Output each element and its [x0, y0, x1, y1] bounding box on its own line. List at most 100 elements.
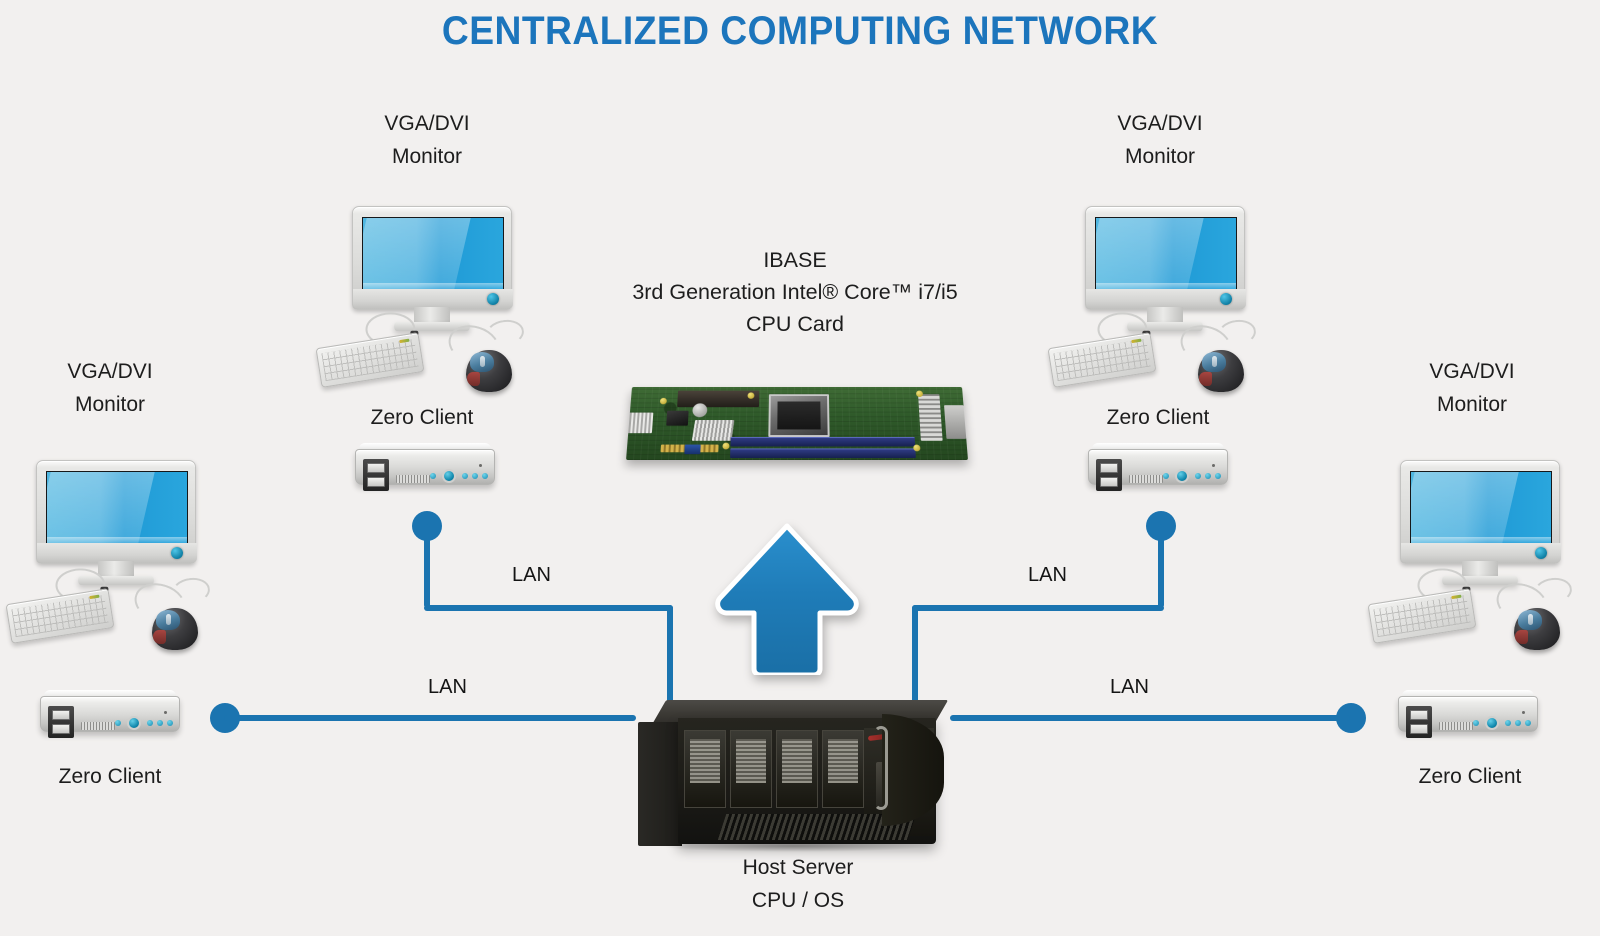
- keyboard-body: [315, 332, 425, 388]
- zero-client-led: [462, 473, 468, 479]
- zero-client-power-button[interactable]: [127, 716, 141, 730]
- monitor-bezel: [1400, 460, 1561, 564]
- zero-client-label-inner-right: Zero Client: [1106, 406, 1210, 429]
- mouse-side-grip: [1515, 630, 1528, 644]
- usb-ports: [1406, 706, 1432, 738]
- pcb-board: [626, 386, 968, 460]
- monitor-stand-neck: [98, 561, 134, 578]
- mouse-far-right: [1491, 575, 1574, 650]
- zero-client-top: [44, 690, 176, 699]
- monitor-screen: [1095, 217, 1237, 291]
- keyboard-keys: [1373, 594, 1471, 638]
- cpu-card-image: [608, 368, 968, 468]
- monitor-label-line2: Monitor: [1436, 393, 1508, 416]
- mouse-inner-right: [1175, 317, 1258, 392]
- zero-client-power-button[interactable]: [442, 469, 456, 483]
- host-server-caption-line2: CPU / OS: [751, 889, 845, 912]
- lan-link-inner-right-v1: [1158, 524, 1164, 608]
- monitor-chin: [1401, 543, 1561, 563]
- server-shadow: [656, 840, 932, 852]
- keyboard-keys: [321, 338, 419, 382]
- monitor-bezel: [36, 460, 197, 564]
- monitor-chin: [1086, 289, 1246, 309]
- pcb-heatsink: [691, 420, 735, 441]
- pcb-shield: [677, 390, 760, 408]
- zero-client-power-button[interactable]: [1175, 469, 1189, 483]
- host-server-image: [638, 700, 958, 860]
- monitor-bezel: [1085, 206, 1246, 310]
- zero-client-far-right: [1398, 690, 1538, 738]
- lan-link-far-left: [224, 715, 636, 721]
- lan-link-inner-left-h: [424, 605, 673, 611]
- zero-client-inner-right: [1088, 443, 1228, 491]
- monitor-screen: [46, 471, 188, 545]
- keyboard-inner-left: [315, 312, 425, 388]
- mouse-scroll-wheel: [1528, 614, 1533, 625]
- zero-client-body: [40, 696, 180, 738]
- zero-client-led: [1505, 720, 1511, 726]
- zero-client-body: [1088, 449, 1228, 491]
- monitor-label-line1: VGA/DVI: [384, 112, 470, 135]
- zero-client-led: [1205, 473, 1211, 479]
- monitor-label-line2: Monitor: [391, 145, 463, 168]
- mouse-side-grip: [1199, 372, 1212, 386]
- monitor-label-line2: Monitor: [74, 393, 146, 416]
- zero-client-inner-left: [355, 443, 495, 491]
- monitor-power-led: [171, 547, 183, 559]
- lan-label-far-left: LAN: [428, 676, 467, 698]
- cpu-card-caption: IBASE 3rd Generation Intel® Core™ i7/i5 …: [535, 244, 1055, 340]
- zero-client-led: [115, 720, 121, 726]
- keyboard-body: [1047, 332, 1157, 388]
- monitor-far-right: [1400, 460, 1561, 588]
- usb-ports: [363, 459, 389, 491]
- monitor-stand-base: [1127, 322, 1203, 331]
- monitor-stand-base: [1442, 576, 1518, 585]
- keyboard-keys: [1053, 338, 1151, 382]
- server-front-panel: [638, 722, 682, 846]
- lan-link-inner-left-v1: [424, 524, 430, 608]
- cpu-card-caption-line3: CPU Card: [746, 312, 844, 336]
- monitor-bezel: [352, 206, 513, 310]
- zero-client-power-button[interactable]: [1485, 716, 1499, 730]
- monitor-label-line1: VGA/DVI: [1117, 112, 1203, 135]
- lan-label-inner-right: LAN: [1028, 564, 1067, 586]
- mouse-scroll-wheel: [1212, 356, 1217, 367]
- server-bay: [776, 730, 818, 808]
- mouse-side-grip: [153, 630, 166, 644]
- keyboard-body: [1367, 588, 1477, 644]
- zero-client-indicator: [1212, 464, 1215, 467]
- pcb-cpu-socket: [768, 394, 830, 437]
- pcb-dimm-slot-1: [730, 436, 916, 447]
- monitor-label-line1: VGA/DVI: [67, 360, 153, 383]
- zero-client-label-far-left: Zero Client: [58, 765, 162, 788]
- monitor-stand-neck: [1147, 307, 1183, 324]
- pcb-chip: [666, 410, 689, 426]
- zero-client-top: [1402, 690, 1534, 699]
- server-bay: [730, 730, 772, 808]
- monitor-far-left: [36, 460, 197, 588]
- monitor-inner-left: [352, 206, 513, 334]
- zero-client-led: [1473, 720, 1479, 726]
- pcb-screw: [722, 442, 730, 450]
- keyboard-far-left: [5, 568, 115, 644]
- mouse-scroll-wheel: [480, 356, 485, 367]
- mouse-inner-left: [443, 317, 526, 392]
- zero-client-led: [1195, 473, 1201, 479]
- lan-label-far-right: LAN: [1110, 676, 1149, 698]
- monitor-label-inner-right: VGA/DVI Monitor: [1070, 107, 1250, 173]
- usb-ports: [48, 706, 74, 738]
- zero-client-top: [1092, 443, 1224, 452]
- zero-client-body: [355, 449, 495, 491]
- lan-link-inner-right-h: [912, 605, 1164, 611]
- host-server-caption: Host Server CPU / OS: [668, 851, 928, 917]
- pcb-io-header: [918, 394, 943, 441]
- monitor-power-led: [1535, 547, 1547, 559]
- monitor-stand-base: [78, 576, 154, 585]
- cpu-card-caption-line1: IBASE: [763, 248, 827, 272]
- page-title: CENTRALIZED COMPUTING NETWORK: [441, 9, 1159, 53]
- lan-link-inner-left-v2: [667, 605, 673, 711]
- host-server-caption-line1: Host Server: [742, 856, 854, 879]
- keyboard-far-right: [1367, 568, 1477, 644]
- monitor-stand-neck: [414, 307, 450, 324]
